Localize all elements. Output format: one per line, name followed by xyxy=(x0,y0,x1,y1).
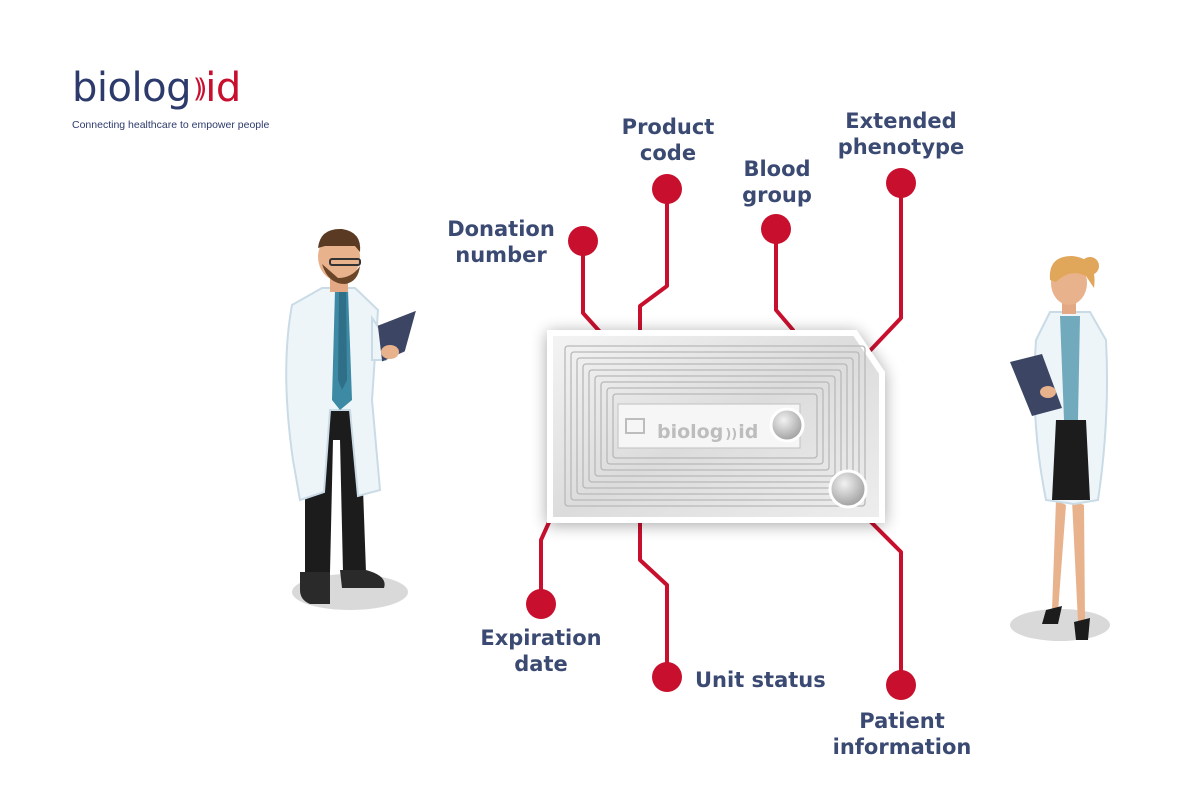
connector-patient-information xyxy=(867,518,903,687)
male-doctor-figure xyxy=(285,228,416,610)
connector-unit-status xyxy=(638,518,669,679)
rfid-tag: biolog))id xyxy=(547,330,885,523)
biologid-logo: biolog))id Connecting healthcare to empo… xyxy=(72,66,269,131)
label-expiration-date: Expiration date xyxy=(480,626,602,676)
dot-expiration-date xyxy=(526,589,556,619)
logo-id-text: id xyxy=(205,65,241,111)
label-extended-phenotype: Extended phenotype xyxy=(837,109,965,159)
label-patient-information: Patient information xyxy=(832,709,972,759)
antenna-coils-icon xyxy=(564,345,866,507)
chip-secondary-icon xyxy=(828,469,868,509)
logo-tagline: Connecting healthcare to empower people xyxy=(72,119,270,131)
tag-brand-text: biolog))id xyxy=(657,421,758,443)
dot-product-code xyxy=(652,174,682,204)
label-donation-number: Donation number xyxy=(447,217,555,267)
connector-extended-phenotype xyxy=(863,181,903,358)
connector-expiration-date xyxy=(539,518,552,606)
female-doctor-figure xyxy=(1010,256,1110,641)
logo-wordmark: biolog))id xyxy=(72,66,269,115)
connector-blood-group xyxy=(774,227,795,332)
dot-patient-information xyxy=(886,670,916,700)
label-product-code: Product code xyxy=(621,115,715,165)
dot-donation-number xyxy=(568,226,598,256)
dot-extended-phenotype xyxy=(886,168,916,198)
connector-donation-number xyxy=(581,239,603,335)
dot-unit-status xyxy=(652,662,682,692)
dot-blood-group xyxy=(761,214,791,244)
label-unit-status: Unit status xyxy=(695,668,826,692)
logo-biolog-text: biolog xyxy=(72,65,191,111)
connector-product-code xyxy=(638,187,669,335)
chip-icon xyxy=(769,407,805,443)
label-blood-group: Blood group xyxy=(742,157,812,207)
